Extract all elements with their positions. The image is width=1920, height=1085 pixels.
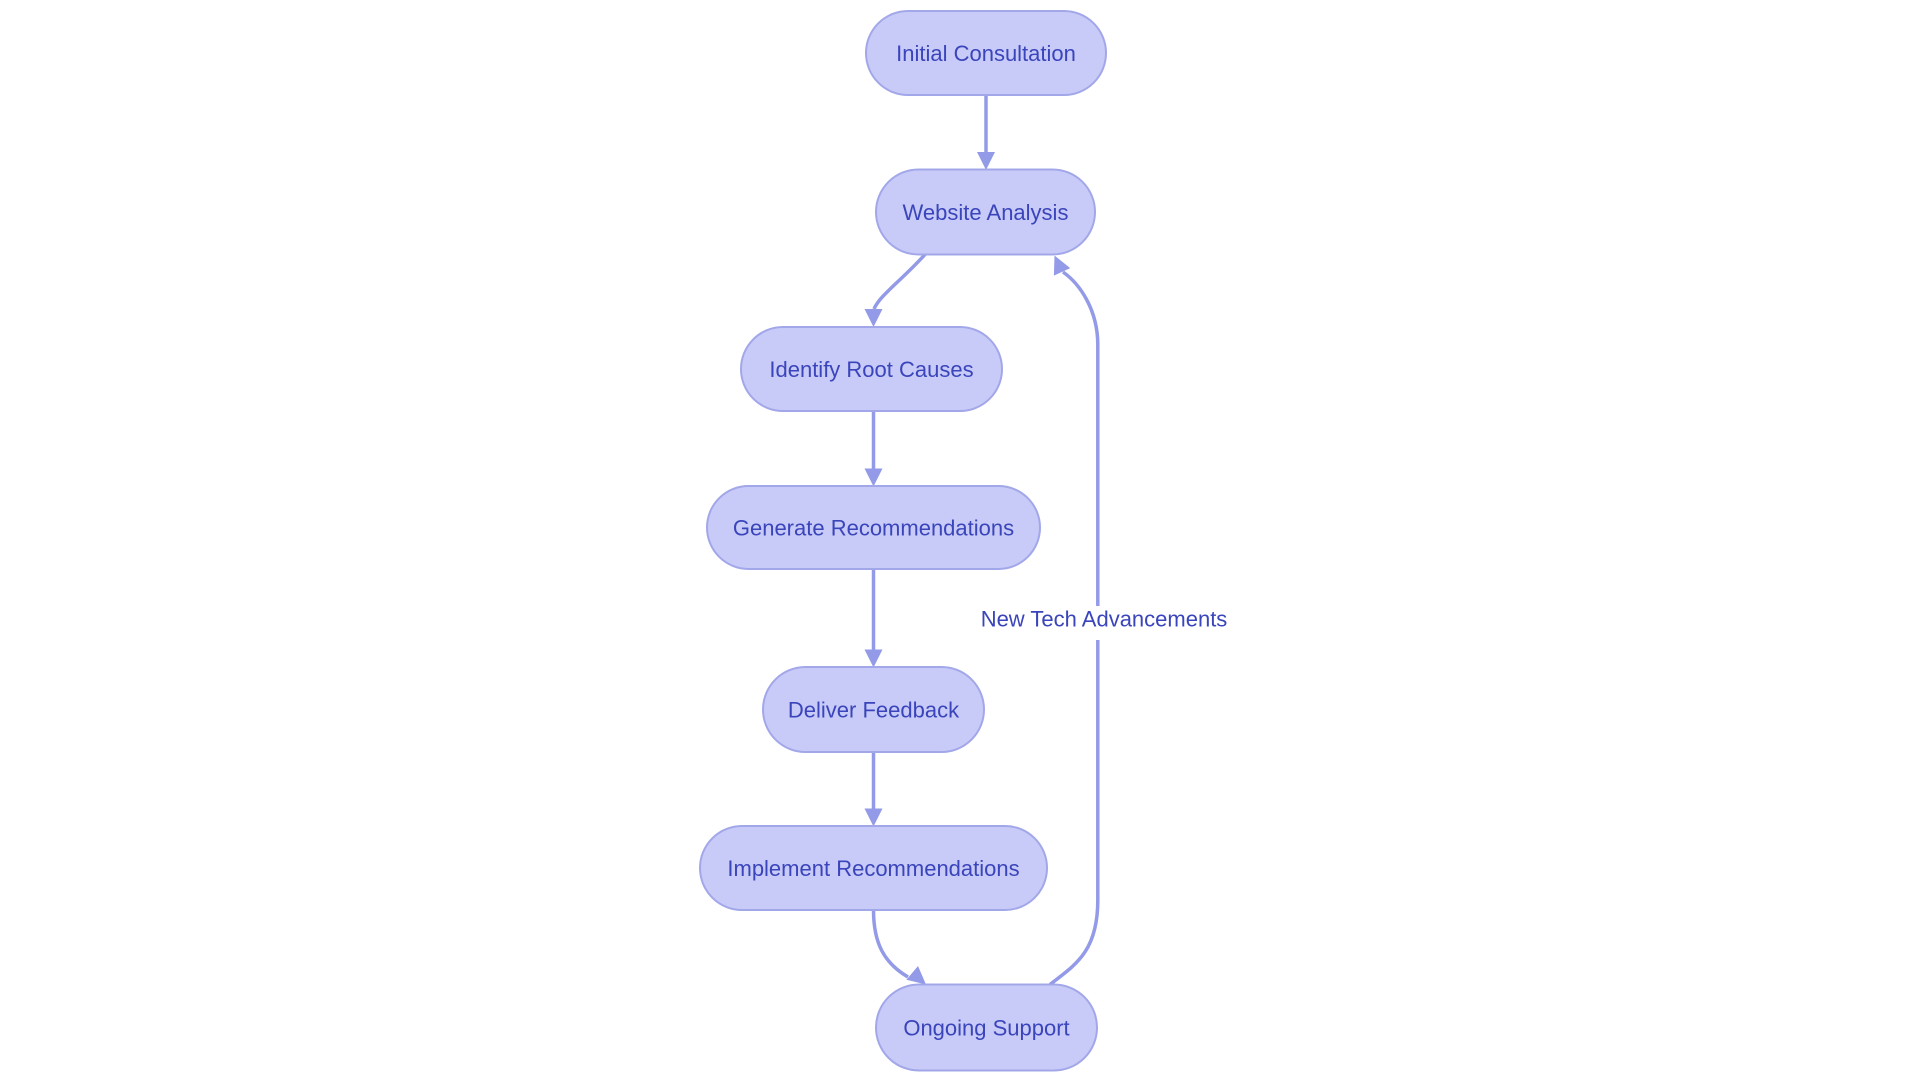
svg-text:Identify Root Causes: Identify Root Causes [769, 357, 973, 382]
svg-text:Deliver Feedback: Deliver Feedback [788, 698, 960, 723]
svg-text:Generate Recommendations: Generate Recommendations [733, 516, 1014, 541]
svg-text:Implement Recommendations: Implement Recommendations [727, 856, 1019, 881]
svg-text:Website Analysis: Website Analysis [903, 200, 1069, 225]
svg-text:New Tech Advancements: New Tech Advancements [981, 607, 1228, 632]
svg-text:Initial Consultation: Initial Consultation [896, 41, 1076, 66]
svg-text:Ongoing Support: Ongoing Support [903, 1016, 1069, 1041]
